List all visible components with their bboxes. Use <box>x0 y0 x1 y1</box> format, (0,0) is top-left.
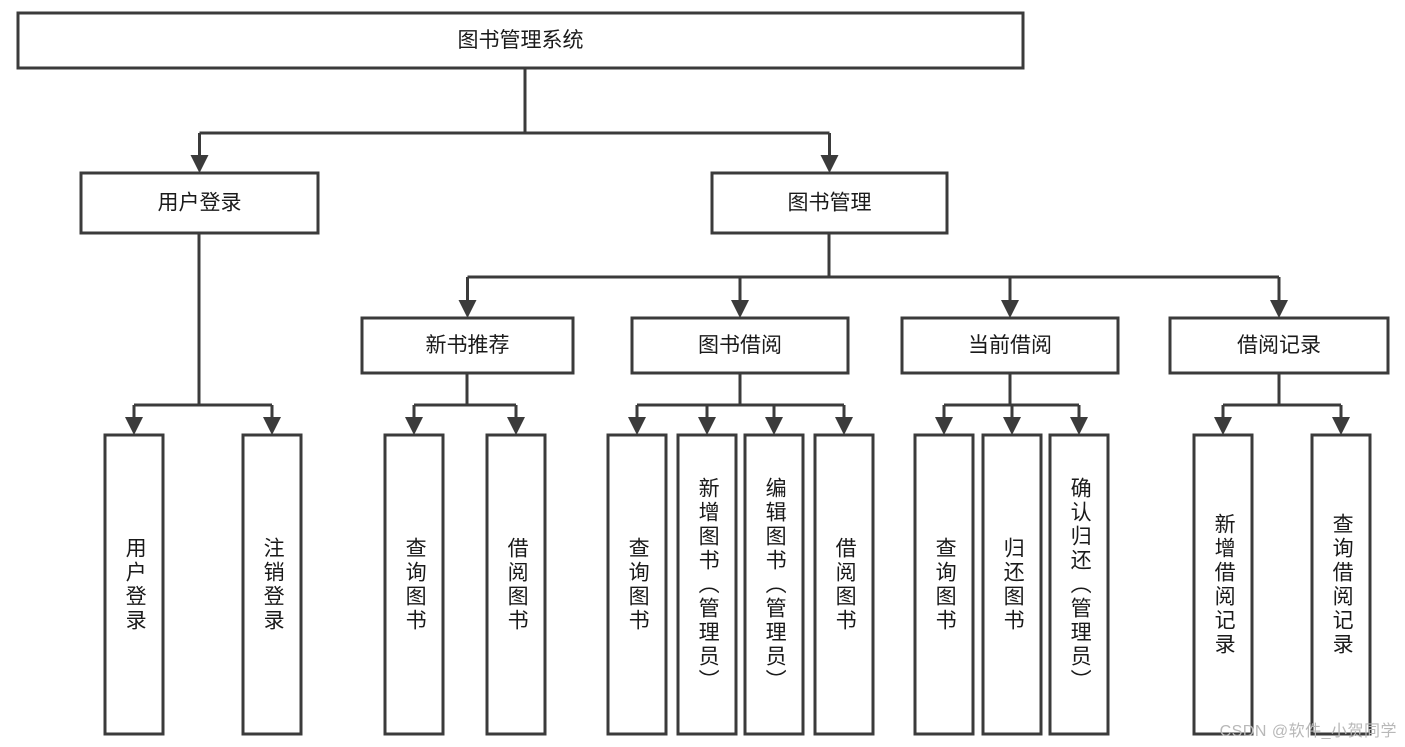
node-label: 当前借阅 <box>968 334 1052 357</box>
arrow-head-icon <box>405 417 423 435</box>
node-leaf-rc-query[interactable] <box>1310 433 1372 736</box>
node-leaf-cu-return[interactable] <box>981 433 1043 736</box>
node-leaf-br-add[interactable] <box>676 433 738 736</box>
node-box[interactable] <box>383 433 445 736</box>
node-box[interactable] <box>676 433 738 736</box>
arrow-head-icon <box>1270 300 1288 318</box>
node-leaf-cu-query[interactable] <box>913 433 975 736</box>
edge-group-bookmgmt <box>458 233 1288 318</box>
arrow-head-icon <box>1070 417 1088 435</box>
arrow-head-icon <box>935 417 953 435</box>
edge-group-record <box>1214 373 1350 435</box>
node-box[interactable] <box>1168 316 1390 375</box>
arrow-head-icon <box>1003 417 1021 435</box>
node-current[interactable]: 当前借阅 <box>900 316 1120 375</box>
node-leaf-rc-add[interactable] <box>1192 433 1254 736</box>
node-box[interactable] <box>79 171 320 235</box>
node-box[interactable] <box>710 171 949 235</box>
edge-group-newbook <box>405 373 525 435</box>
arrow-head-icon <box>263 417 281 435</box>
watermark: CSDN @软件_小贺同学 <box>1219 723 1397 740</box>
arrow-head-icon <box>1332 417 1350 435</box>
node-leaf-nb-borrow[interactable] <box>485 433 547 736</box>
node-box[interactable] <box>103 433 165 736</box>
edge-group-login <box>125 233 281 435</box>
node-borrow[interactable]: 图书借阅 <box>630 316 850 375</box>
node-leaf-user-login[interactable] <box>103 433 165 736</box>
node-login[interactable]: 用户登录 <box>79 171 320 235</box>
arrow-head-icon <box>1214 417 1232 435</box>
arrow-head-icon <box>698 417 716 435</box>
node-record[interactable]: 借阅记录 <box>1168 316 1390 375</box>
node-box[interactable] <box>913 433 975 736</box>
node-label: 用户登录 <box>158 192 242 215</box>
node-box[interactable] <box>1048 433 1110 736</box>
node-box[interactable] <box>630 316 850 375</box>
connectors-layer <box>125 68 1350 435</box>
node-label: 新书推荐 <box>426 334 510 357</box>
node-box[interactable] <box>16 11 1025 70</box>
node-box[interactable] <box>813 433 875 736</box>
arrow-head-icon <box>835 417 853 435</box>
node-bookmgmt[interactable]: 图书管理 <box>710 171 949 235</box>
arrow-head-icon <box>765 417 783 435</box>
node-box[interactable] <box>1192 433 1254 736</box>
edge-group-borrow <box>628 373 853 435</box>
arrow-head-icon <box>731 300 749 318</box>
node-root[interactable]: 图书管理系统 <box>16 11 1025 70</box>
node-label: 图书管理 <box>788 192 872 215</box>
node-leaf-cu-confirm[interactable] <box>1048 433 1110 736</box>
edge-group-root <box>190 68 839 173</box>
node-box[interactable] <box>485 433 547 736</box>
node-leaf-br-borrow[interactable] <box>813 433 875 736</box>
arrow-head-icon <box>1001 300 1019 318</box>
node-leaf-nb-query[interactable] <box>383 433 445 736</box>
arrow-head-icon <box>628 417 646 435</box>
node-box[interactable] <box>606 433 668 736</box>
node-box[interactable] <box>360 316 575 375</box>
node-box[interactable] <box>241 433 303 736</box>
node-leaf-br-edit[interactable] <box>743 433 805 736</box>
node-label: 借阅记录 <box>1237 334 1321 357</box>
arrow-head-icon <box>190 155 209 173</box>
node-box[interactable] <box>981 433 1043 736</box>
arrow-head-icon <box>820 155 839 173</box>
node-leaf-user-logout[interactable] <box>241 433 303 736</box>
node-label: 图书管理系统 <box>458 29 584 52</box>
node-leaf-br-query[interactable] <box>606 433 668 736</box>
arrow-head-icon <box>507 417 525 435</box>
node-newbook[interactable]: 新书推荐 <box>360 316 575 375</box>
node-box[interactable] <box>900 316 1120 375</box>
arrow-head-icon <box>458 300 477 318</box>
node-box[interactable] <box>1310 433 1372 736</box>
edge-group-current <box>935 373 1088 435</box>
arrow-head-icon <box>125 417 143 435</box>
node-box[interactable] <box>743 433 805 736</box>
node-label: 图书借阅 <box>698 334 782 357</box>
